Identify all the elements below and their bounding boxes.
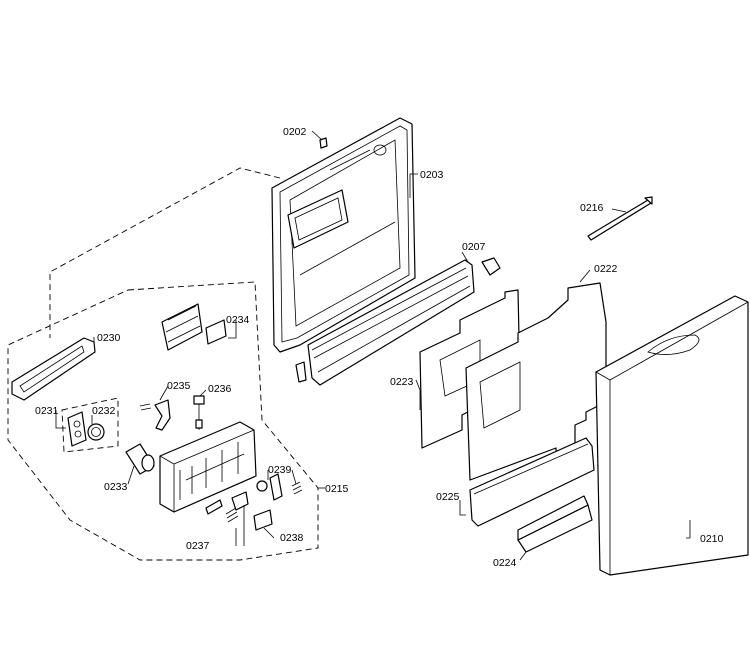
label-0234: 0234 <box>226 314 250 326</box>
rod-0216 <box>587 196 653 241</box>
dashed-link-door-to-gasket <box>49 167 281 338</box>
spring-0235 <box>139 399 171 431</box>
label-0225: 0225 <box>436 491 460 503</box>
ring-0232 <box>87 423 105 441</box>
switch-0238 <box>253 509 273 531</box>
label-0235: 0235 <box>167 380 191 392</box>
strip-0225 <box>469 437 595 527</box>
handle-0224 <box>517 495 593 553</box>
cap-0231 <box>67 411 87 447</box>
part-labels: 0202 0203 0207 0216 0222 0223 0225 0224 … <box>35 126 724 569</box>
label-0215: 0215 <box>325 483 349 495</box>
valve-0236 <box>193 395 205 430</box>
label-0223: 0223 <box>390 376 414 388</box>
label-0203: 0203 <box>420 169 444 181</box>
label-0216: 0216 <box>580 202 604 214</box>
label-0231: 0231 <box>35 405 59 417</box>
leader-lines <box>55 130 691 561</box>
label-0210: 0210 <box>700 533 724 545</box>
dashed-control-group-outline <box>7 281 319 561</box>
outer-door-0210 <box>595 295 749 576</box>
label-0238: 0238 <box>280 532 304 544</box>
label-0236: 0236 <box>208 383 232 395</box>
label-0224: 0224 <box>493 557 517 569</box>
label-0202: 0202 <box>283 126 307 138</box>
cover-0234 <box>161 303 227 351</box>
label-0233: 0233 <box>104 481 128 493</box>
cap-0233 <box>125 443 155 475</box>
bottom-strip-0207 <box>307 257 501 386</box>
label-0207: 0207 <box>462 241 486 253</box>
hinge-bracket <box>295 361 307 383</box>
spring-0237 <box>205 491 249 523</box>
screw-0202 <box>319 137 328 149</box>
gasket-frame-0230 <box>11 337 96 401</box>
dispenser-body <box>159 421 257 513</box>
levers-0239 <box>256 473 303 501</box>
label-0230: 0230 <box>97 332 121 344</box>
label-0237: 0237 <box>186 540 210 552</box>
dashed-box-0231-0232 <box>61 397 119 453</box>
label-0239: 0239 <box>268 464 292 476</box>
label-0232: 0232 <box>92 405 116 417</box>
inner-door-panel <box>271 117 416 353</box>
label-0222: 0222 <box>594 263 618 275</box>
